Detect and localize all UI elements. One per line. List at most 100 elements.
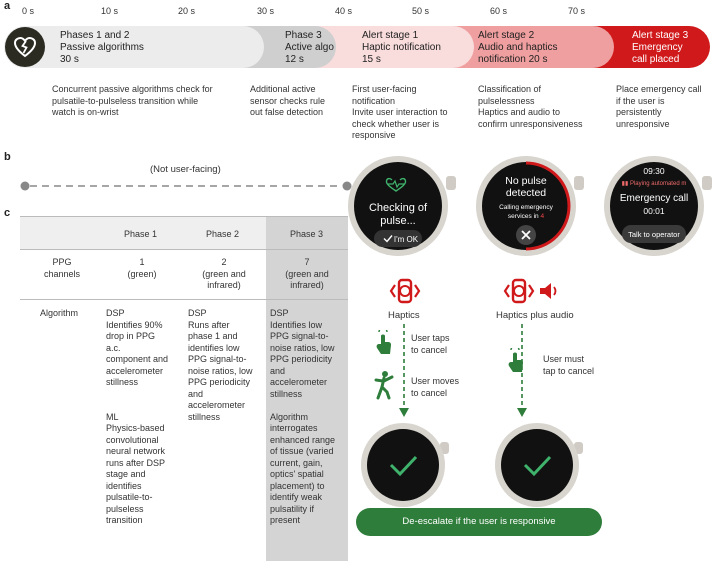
- watch-no-pulse: No pulse detected Calling emergency serv…: [476, 156, 584, 256]
- cell-line: and: [188, 388, 204, 399]
- cell-line: convolutional: [106, 434, 159, 445]
- cell-line: DSP: [270, 308, 289, 318]
- cell-line: neural network: [106, 446, 166, 456]
- cell-line: DSP: [106, 308, 125, 318]
- cell-line: stillness: [270, 388, 303, 399]
- cell-line: PPG signal-to-: [270, 331, 329, 341]
- cell-ppg-phase-3: 7 (green and infrared): [268, 257, 346, 292]
- segment-line: Passive algorithms: [60, 42, 144, 53]
- check-icon: [389, 455, 418, 477]
- cell-line: identifies low: [188, 342, 240, 353]
- cell-line: Runs after: [188, 319, 230, 330]
- segment-alert-stage-1: Alert stage 1 Haptic notification 15 s: [312, 26, 474, 68]
- desc-line: watch is on-wrist: [52, 107, 119, 117]
- table-header-shade: [20, 216, 266, 249]
- tick: 0 s: [22, 6, 35, 16]
- cell-line: 2: [221, 257, 227, 267]
- cell-line: 1: [139, 257, 145, 267]
- cell-line: Identifies 90%: [106, 319, 163, 330]
- speaker-icon: [540, 283, 557, 299]
- segment-line: 12 s: [285, 54, 304, 65]
- note-line: User moves: [411, 376, 460, 386]
- tick: 60 s: [490, 6, 508, 16]
- heart-broken-icon: [5, 27, 45, 67]
- segment-line: Haptic notification: [362, 42, 441, 53]
- desc-line: responsive: [352, 130, 396, 140]
- desc-line: if the user is: [616, 95, 665, 106]
- check-icon: [523, 455, 552, 477]
- note-line: to cancel: [411, 344, 448, 355]
- user-must-tap-note: User must tap to cancel: [543, 354, 594, 377]
- watch1-line1: Checking of: [369, 202, 428, 214]
- cell-line: optics' spatial: [270, 469, 324, 479]
- panel-label-b: b: [4, 151, 11, 163]
- tick: 20 s: [178, 6, 196, 16]
- note-line: User must: [543, 354, 585, 364]
- cell-line: accelerometer: [106, 365, 164, 376]
- cell-line: accelerometer: [270, 377, 328, 387]
- cell-line: current, gain,: [270, 457, 323, 468]
- desc-line: sensor checks rule: [250, 95, 326, 106]
- im-ok-button-label: I'm OK: [394, 235, 419, 244]
- user-taps-note: User taps to cancel: [411, 333, 450, 356]
- segment-line: 15 s: [362, 54, 381, 65]
- cell-line: component and: [106, 354, 169, 364]
- segment-line: Alert stage 3: [632, 30, 689, 41]
- table-header-phase-2: Phase 2: [206, 229, 240, 239]
- watch-check: [495, 423, 583, 507]
- table-rule: [20, 299, 348, 300]
- cell-line: pulsatile-to-: [106, 492, 153, 502]
- desc-line: Additional active: [250, 84, 316, 94]
- cell-line: identify weak: [270, 492, 323, 502]
- haptics-label: Haptics: [388, 310, 420, 321]
- watch-checking-pulse: Checking of pulse... I'm OK: [348, 156, 456, 256]
- note-line: to cancel: [411, 387, 448, 398]
- talk-to-operator-label: Talk to operator: [628, 230, 680, 239]
- cell-line: pulseless: [106, 503, 144, 514]
- note-line: tap to cancel: [543, 365, 595, 376]
- tap-hand-icon: [376, 330, 391, 354]
- watch2-sub2: services in: [508, 213, 541, 220]
- table-rule-top: [20, 216, 348, 217]
- watch3-status: Playing automated m: [630, 181, 686, 187]
- cell-line: of tissue (varied: [270, 446, 334, 456]
- desc-line: pulsatile-to-pulseless transition while: [52, 95, 199, 106]
- cell-line: and: [270, 365, 286, 376]
- desc-line: out false detection: [250, 107, 324, 117]
- desc-line: Concurrent passive algorithms check for: [52, 84, 213, 94]
- cell-line: stillness: [188, 411, 221, 422]
- panel-label-c: c: [4, 207, 11, 219]
- cell-line: PPG signal-to-: [188, 354, 247, 364]
- segment-line: call placed: [632, 54, 680, 65]
- cell-line: (green and: [285, 268, 329, 279]
- cell-line: noise ratios, low: [188, 365, 253, 376]
- description-phase-3: Additional active sensor checks rule out…: [250, 84, 340, 119]
- cell-line: PPG periodicity: [270, 354, 333, 364]
- segment-line: Audio and haptics: [478, 42, 558, 53]
- watch-check: [361, 423, 449, 507]
- segment-line: Emergency: [632, 42, 683, 53]
- description-alert-stage-3: Place emergency call if the user is pers…: [616, 84, 720, 130]
- segment-line: 30 s: [60, 54, 79, 65]
- cell-line: phase 1 and: [188, 331, 238, 341]
- panel-label-a: a: [4, 0, 11, 12]
- desc-line: confirm unresponsiveness: [478, 118, 583, 129]
- segment-line: notification 20 s: [478, 54, 548, 65]
- cell-line: DSP: [188, 308, 207, 318]
- tap-hand-icon: [508, 348, 523, 372]
- cell-line: interrogates: [270, 423, 318, 433]
- description-phases-1-2: Concurrent passive algorithms check for …: [52, 84, 242, 119]
- cell-line: transition: [106, 515, 143, 525]
- cell-line: 7: [304, 257, 310, 267]
- tick: 40 s: [335, 6, 353, 16]
- tick: 30 s: [257, 6, 275, 16]
- description-alert-stage-1: First user-facing notification Invite us…: [352, 84, 472, 142]
- cell-line: a.c.: [106, 342, 121, 353]
- segment-line: Alert stage 2: [478, 30, 535, 41]
- cell-line: infrared): [207, 280, 241, 290]
- haptics-audio-label: Haptics plus audio: [496, 310, 574, 321]
- cell-line: (green): [127, 268, 157, 279]
- watch-emergency-call: 09:30 ▮▮ Playing automated m Emergency c…: [604, 156, 712, 256]
